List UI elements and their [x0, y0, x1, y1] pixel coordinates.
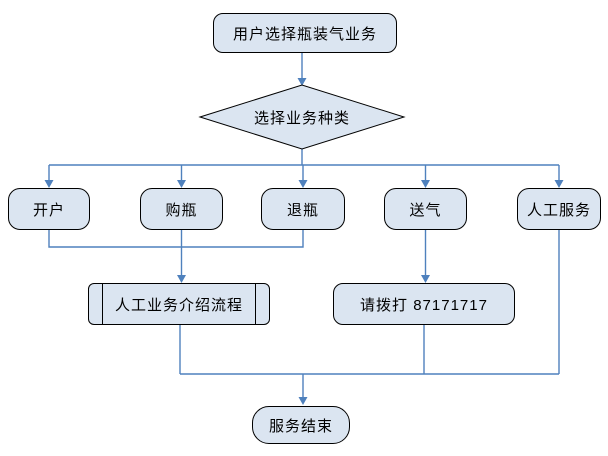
- edge-open-account-merge: [48, 230, 182, 248]
- arrowhead-deliver-gas: [421, 180, 430, 188]
- decision-diamond-shape: [198, 84, 406, 150]
- node-buy-bottle-label: 购瓶: [165, 201, 198, 219]
- node-decision: 选择业务种类: [220, 100, 384, 134]
- node-return-bottle-label: 退瓶: [286, 201, 319, 219]
- node-end: 服务结束: [252, 406, 350, 444]
- arrowhead-open-account: [44, 180, 54, 188]
- node-buy-bottle: 购瓶: [140, 188, 223, 230]
- arrowhead-call-number: [421, 275, 430, 283]
- node-manual-service: 人工服务: [517, 188, 601, 230]
- node-manual-intro-label: 人工业务介绍流程: [114, 296, 243, 314]
- arrowhead-return-bottle: [298, 180, 308, 188]
- node-manual-intro-process: 人工业务介绍流程: [88, 283, 270, 325]
- node-call-number: 请拨打 87171717: [333, 283, 515, 325]
- arrowhead-end: [298, 397, 308, 405]
- node-open-account-label: 开户: [32, 201, 65, 219]
- node-deliver-gas: 送气: [384, 188, 467, 230]
- arrowhead-manual-service: [554, 180, 564, 188]
- node-call-number-label: 请拨打 87171717: [360, 296, 488, 314]
- arrowhead-decision: [297, 78, 307, 86]
- arrowhead-buy-bottle: [177, 180, 186, 188]
- node-end-label: 服务结束: [268, 417, 333, 435]
- node-start: 用户选择瓶装气业务: [213, 13, 397, 53]
- node-manual-service-label: 人工服务: [526, 201, 591, 219]
- node-return-bottle: 退瓶: [261, 188, 345, 230]
- node-deliver-gas-label: 送气: [409, 201, 442, 219]
- node-decision-label: 选择业务种类: [253, 109, 350, 127]
- arrowhead-manual-intro: [177, 275, 186, 283]
- edge-return-bottle-merge: [181, 230, 304, 248]
- node-open-account: 开户: [8, 188, 90, 230]
- predefined-process-bar-right: [255, 284, 256, 324]
- node-start-label: 用户选择瓶装气业务: [232, 25, 377, 43]
- predefined-process-bar-left: [102, 284, 103, 324]
